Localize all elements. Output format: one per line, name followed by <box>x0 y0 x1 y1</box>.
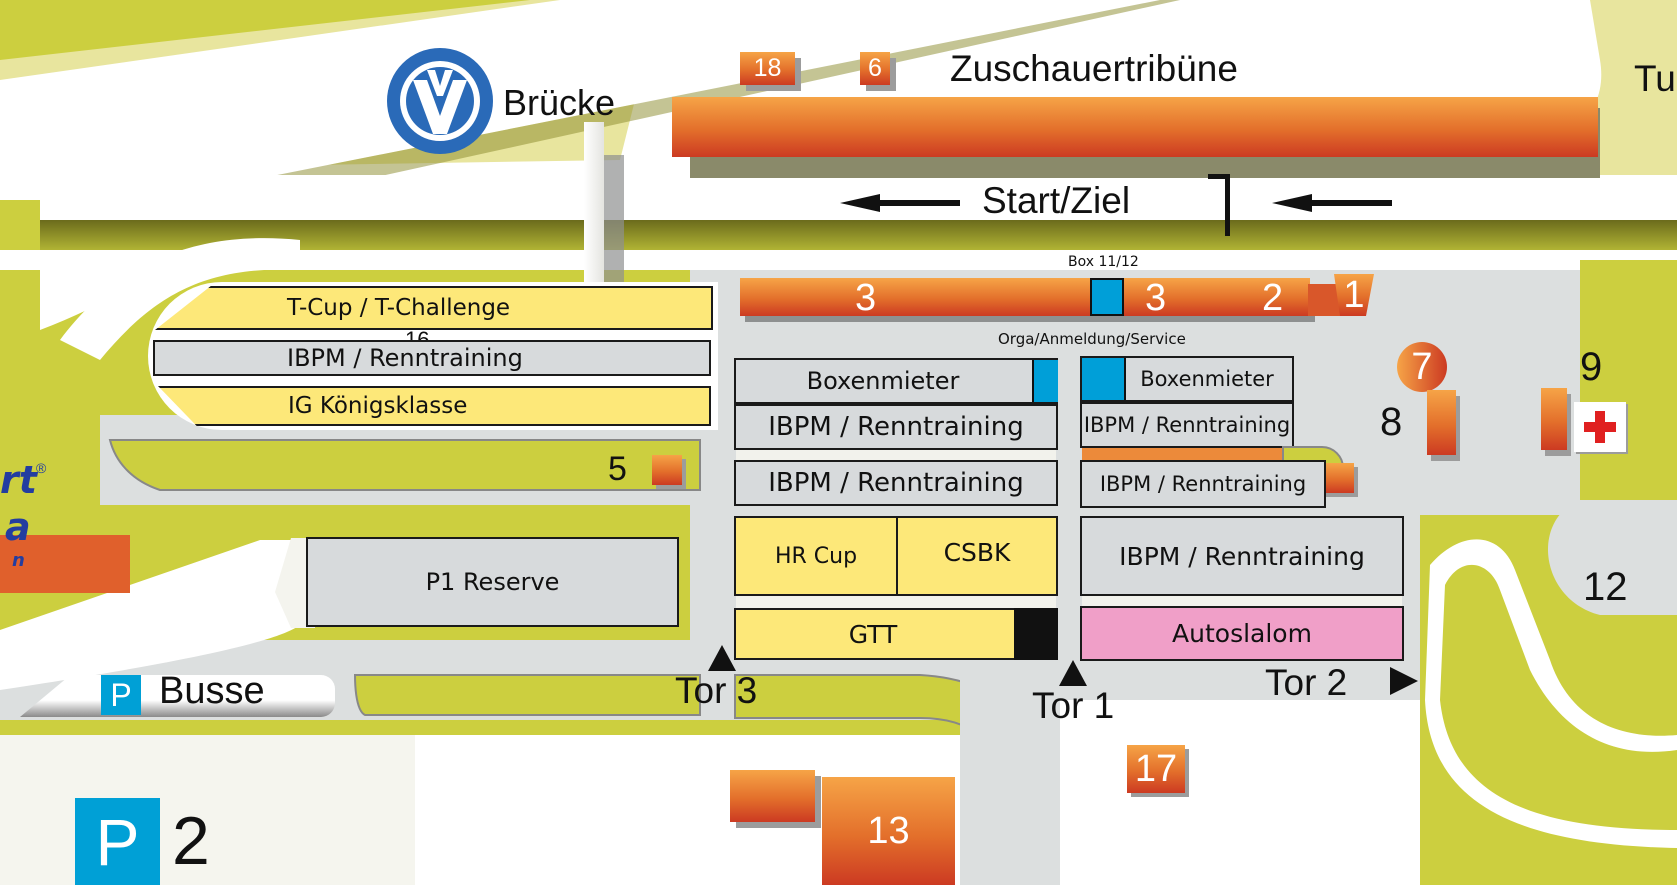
marker-5-block <box>652 455 682 485</box>
logo-partial-line2: a <box>5 505 31 549</box>
divider-a <box>736 450 1056 460</box>
marker-12-label: 12 <box>1583 565 1628 609</box>
zone-p1-reserve[interactable]: P1 Reserve <box>306 537 679 627</box>
zone-t-cup[interactable]: T-Cup / T-Challenge <box>155 286 713 330</box>
pit-marker-3-right: 3 <box>1145 277 1167 319</box>
divider-c <box>1082 596 1402 608</box>
gate-3-arrow-icon <box>708 645 736 671</box>
bridge-shadow <box>604 155 624 290</box>
zone-ibpm-a1[interactable]: IBPM / Renntraining <box>734 404 1058 450</box>
gate-1-label: Tor 1 <box>1032 685 1115 726</box>
pit-marker-2: 2 <box>1262 277 1284 319</box>
bus-parking-area <box>20 675 335 717</box>
grandstand-partial-label: Tu <box>1634 58 1676 99</box>
start-finish-label: Start/Ziel <box>982 180 1131 221</box>
zone-ig-koenigsklasse[interactable]: IG Königsklasse <box>158 386 711 426</box>
direction-arrow-left-icon <box>840 194 960 212</box>
zone-autoslalom[interactable]: Autoslalom <box>1080 606 1404 661</box>
logo-registered-mark: ® <box>36 460 47 476</box>
marker-5-label: 5 <box>608 450 627 488</box>
gate-3-label: Tor 3 <box>675 670 758 711</box>
grandstand-block <box>672 97 1598 157</box>
marker-13-annex <box>730 770 815 822</box>
box-marker-blue-b <box>1082 358 1126 400</box>
box-marker-blue-a <box>1032 360 1058 402</box>
box-11-12[interactable] <box>1090 278 1124 316</box>
grandstand-label: Zuschauertribüne <box>950 48 1238 89</box>
zone-hr-cup[interactable]: HR Cup <box>734 516 898 596</box>
gtt-dark-block <box>1014 608 1058 660</box>
logo-partial-line1: rt <box>0 458 37 502</box>
marker-6: 6 <box>860 52 890 85</box>
marker-1: 1 <box>1334 274 1374 316</box>
logo-partial-line3: n <box>12 550 25 571</box>
marker-9-block <box>1541 388 1567 450</box>
marker-8-label: 8 <box>1380 400 1403 444</box>
parking-p2-sign-icon: P <box>75 798 160 885</box>
finish-line-marker <box>1208 174 1230 236</box>
orga-label: Orga/Anmeldung/Service <box>998 330 1186 348</box>
marker-9-label: 9 <box>1580 345 1603 389</box>
zone-ibpm-b2[interactable]: IBPM / Renntraining <box>1080 460 1326 508</box>
marker-8-block <box>1427 390 1456 455</box>
pit-marker-3-left: 3 <box>855 277 877 319</box>
zone-ibpm-b1[interactable]: IBPM / Renntraining <box>1080 402 1294 448</box>
marker-13: 13 <box>822 777 955 885</box>
zone-ibpm-left[interactable]: IBPM / Renntraining <box>153 340 711 376</box>
bus-parking-label: Busse <box>159 670 265 712</box>
gate-2-arrow-icon <box>1390 667 1418 695</box>
gate-2-label: Tor 2 <box>1265 662 1348 703</box>
zone-gtt[interactable]: GTT <box>734 608 1058 660</box>
zone-boxenmieter-a[interactable]: Boxenmieter <box>734 358 1058 404</box>
zone-csbk[interactable]: CSBK <box>896 516 1058 596</box>
parking-p2-number: 2 <box>172 803 210 879</box>
bridge-pillar <box>584 122 604 290</box>
zone-ibpm-a2[interactable]: IBPM / Renntraining <box>734 460 1058 506</box>
marker-18: 18 <box>740 52 795 85</box>
pit-building <box>740 278 1310 316</box>
marker-7: 7 <box>1397 342 1447 392</box>
first-aid-icon <box>1574 402 1626 452</box>
bridge-label: Brücke <box>503 82 616 123</box>
parking-sign-icon: P <box>101 675 141 715</box>
gate-1-arrow-icon <box>1059 660 1087 686</box>
divider-b <box>736 596 1056 608</box>
box-11-12-label: Box 11/12 <box>1068 254 1139 270</box>
zone-ibpm-b3[interactable]: IBPM / Renntraining <box>1080 516 1404 596</box>
marker-17: 17 <box>1127 745 1185 793</box>
vw-logo-icon <box>387 48 493 154</box>
direction-arrow-left-icon-2 <box>1272 194 1392 212</box>
marker-14-block <box>1082 448 1282 462</box>
